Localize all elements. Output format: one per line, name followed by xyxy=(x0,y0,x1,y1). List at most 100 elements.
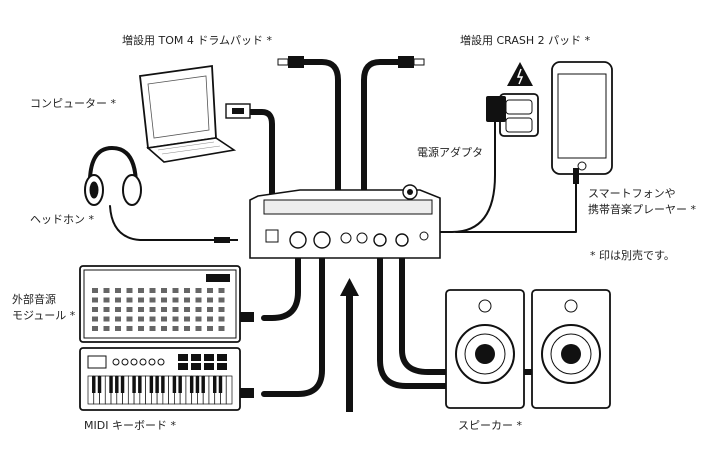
black-key xyxy=(212,376,217,393)
module-button xyxy=(184,316,190,322)
black-key xyxy=(218,376,223,393)
module-button xyxy=(161,316,167,322)
module-button xyxy=(138,326,144,331)
keyboard-pad xyxy=(178,354,188,361)
keyboard-pad xyxy=(204,354,214,361)
module-button xyxy=(161,307,167,312)
keyboard-pad xyxy=(204,363,214,370)
module-button xyxy=(218,316,225,322)
smartphone-icon xyxy=(551,61,613,184)
keyboard-pad xyxy=(191,354,201,361)
module-button xyxy=(184,326,190,331)
tom-pad-label: 増設用 TOM 4 ドラムパッド * xyxy=(122,34,273,47)
sound-module-icon xyxy=(79,265,254,343)
laptop-icon xyxy=(139,64,251,163)
module-button xyxy=(103,326,110,331)
midi-keyboard-label: MIDI キーボード * xyxy=(84,419,176,432)
module-button xyxy=(195,297,202,303)
black-key xyxy=(109,376,113,393)
power-cable xyxy=(431,121,496,233)
module-button xyxy=(115,316,121,322)
module-button xyxy=(92,316,98,322)
module-button xyxy=(138,288,144,293)
external-module-label-line2: モジュール * xyxy=(12,309,76,322)
black-key xyxy=(149,376,154,393)
keyboard-knob xyxy=(121,358,129,366)
external-module-label-line1: 外部音源 xyxy=(12,293,56,306)
module-button xyxy=(195,326,202,331)
drum-module-device xyxy=(249,184,441,259)
crash-pad-plug xyxy=(398,56,425,68)
module-button xyxy=(172,326,179,331)
module-button xyxy=(126,288,133,293)
module-button xyxy=(161,288,167,293)
module-button xyxy=(126,326,133,331)
module-button xyxy=(207,288,213,293)
speaker-cable-left xyxy=(377,249,477,389)
module-button xyxy=(218,297,225,303)
usb-port xyxy=(265,229,279,243)
speakers-label: スピーカー * xyxy=(458,419,522,432)
studio-monitor-icon xyxy=(445,289,611,409)
black-key xyxy=(189,376,194,393)
module-button xyxy=(138,297,144,303)
midi-in-port xyxy=(313,231,331,249)
headphones-label: ヘッドホン * xyxy=(30,213,94,226)
module-button xyxy=(92,288,98,293)
module-button xyxy=(172,316,179,322)
computer-label: コンピューター * xyxy=(30,97,116,110)
module-button xyxy=(103,307,110,312)
module-button xyxy=(184,307,190,312)
black-key xyxy=(155,376,159,393)
keyboard-pad xyxy=(217,363,227,370)
crash-pad-cable xyxy=(361,59,405,211)
tom-pad-plug xyxy=(277,56,304,68)
keyboard-knob xyxy=(130,358,138,366)
module-button xyxy=(184,297,190,303)
output-l-port xyxy=(373,233,387,247)
power-adapter-label: 電源アダプタ xyxy=(417,146,483,159)
module-button xyxy=(172,288,179,293)
midi-out-port xyxy=(289,231,307,249)
tom-pad-cable xyxy=(297,59,341,211)
module-button xyxy=(92,326,98,331)
module-button xyxy=(126,316,133,322)
black-key xyxy=(97,376,102,393)
aux-in-port xyxy=(419,231,429,241)
keyboard-knob xyxy=(112,358,120,366)
module-button xyxy=(103,297,110,303)
black-key xyxy=(172,376,177,393)
module-button xyxy=(207,307,213,312)
midi-keyboard-icon xyxy=(79,347,254,411)
module-button xyxy=(218,307,225,312)
speaker-cable-right xyxy=(399,249,563,375)
module-button xyxy=(103,288,110,293)
black-key xyxy=(132,376,136,393)
output-r-port xyxy=(395,233,409,247)
module-button xyxy=(207,316,213,322)
module-button xyxy=(195,316,202,322)
cables xyxy=(109,59,577,397)
module-button xyxy=(92,297,98,303)
module-button xyxy=(195,288,202,293)
speaker-right xyxy=(531,289,611,409)
module-button xyxy=(172,297,179,303)
module-button xyxy=(218,288,225,293)
white-key xyxy=(225,375,233,405)
smartphone-label-line1: スマートフォンや xyxy=(588,187,676,200)
black-key xyxy=(92,376,96,393)
crash-pad-label: 増設用 CRASH 2 パッド * xyxy=(460,34,591,47)
module-button xyxy=(126,307,133,312)
module-button xyxy=(149,307,156,312)
usb-cable xyxy=(247,109,275,233)
module-button xyxy=(195,307,202,312)
module-button xyxy=(92,307,98,312)
keyboard-pad xyxy=(191,363,201,370)
midi-module-cable xyxy=(261,245,301,321)
module-button xyxy=(161,297,167,303)
module-button xyxy=(172,307,179,312)
keyboard-knob xyxy=(148,358,156,366)
headphones-icon xyxy=(84,145,238,243)
keyboard-knob xyxy=(139,358,147,366)
